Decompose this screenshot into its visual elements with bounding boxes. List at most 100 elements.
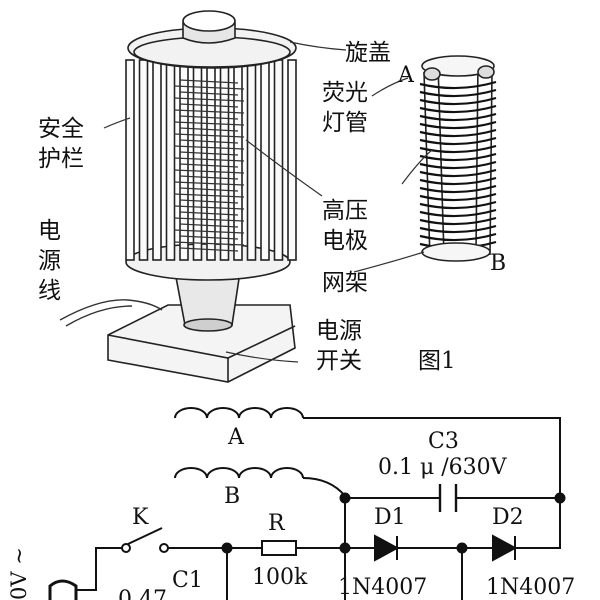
frame-coil-turn [419, 128, 497, 138]
label-guard-line1: 安全 [38, 116, 84, 142]
electrode-wire [179, 163, 239, 168]
label-cord-line2: 源 [38, 248, 61, 274]
label-electrode-line1: 高压 [322, 198, 368, 224]
guard-bar [246, 59, 257, 261]
label-resistor-r: R [268, 511, 286, 536]
label-coil-a: A [227, 425, 245, 450]
frame-coil-turn [419, 96, 497, 106]
guard-bar [273, 59, 284, 261]
label-switch-line1: 电源 [316, 318, 362, 344]
power-plug [48, 579, 78, 600]
electrode-wire [179, 187, 239, 192]
guard-bar [260, 59, 270, 261]
cap-knob [182, 10, 236, 44]
frame-coil-turn [419, 144, 497, 154]
label-cord-line3: 线 [38, 278, 61, 304]
leader-lines [103, 41, 433, 363]
electrode-wire [179, 235, 239, 240]
label-switch-k: K [132, 505, 149, 530]
frame-coil-turn [419, 168, 497, 178]
electrode-wire [179, 199, 239, 204]
diode-d2 [492, 534, 518, 562]
frame-coil-turn [419, 120, 497, 130]
electrode-wire [179, 103, 239, 108]
lamp-illustration [107, 10, 297, 383]
electrode-wire [173, 121, 245, 126]
label-coil-b: B [224, 484, 240, 509]
electrode-wire [173, 181, 245, 186]
label-cord-line1: 电 [38, 218, 61, 244]
guard-bar [192, 59, 203, 261]
label-lamp-line2: 灯管 [322, 110, 368, 136]
label-d1-name: D1 [374, 505, 406, 530]
electrode-wire [173, 97, 245, 102]
electrode-wire [173, 109, 245, 114]
label-resistor-value: 100k [252, 565, 308, 590]
circuit-diagram [48, 407, 566, 600]
label-point-b: B [490, 251, 506, 276]
electrode-wire [173, 193, 245, 198]
switch-k-contact-left [121, 543, 131, 553]
guard-bar [233, 59, 243, 261]
power-cord [59, 299, 163, 327]
label-electrode-line2: 电极 [322, 228, 368, 254]
electrode-wire [173, 205, 245, 210]
frame-coil-turn [419, 88, 497, 98]
guard-bar [165, 59, 176, 261]
node [339, 542, 351, 554]
coil-b [174, 467, 304, 479]
coil-a [174, 407, 304, 419]
frame-coil-turn [419, 176, 497, 186]
electrode-wire [179, 127, 239, 132]
lamp-neck [174, 271, 241, 332]
switch-k-lever [127, 527, 163, 545]
frame-coil-turn [419, 232, 497, 242]
label-d2-name: D2 [492, 505, 524, 530]
frame-coil-turn [419, 160, 497, 170]
electrode-wire [179, 247, 239, 252]
guard-bar [287, 59, 297, 261]
electrode-wire [179, 79, 239, 84]
label-c1-value: 0.47 [118, 587, 167, 600]
node [221, 542, 233, 554]
frame-coil-turn [419, 112, 497, 122]
frame-coil-turn [419, 208, 497, 218]
capacitor-c3 [438, 484, 458, 512]
electrode-wire [173, 169, 245, 174]
figure-caption: 图1 [418, 348, 456, 374]
electrode-wire [179, 223, 239, 228]
label-mains: 0V ~ [7, 547, 31, 600]
frame-coil-turn [419, 80, 497, 90]
label-switch-line2: 开关 [316, 348, 362, 374]
lamp-base [107, 304, 296, 383]
electrode-wire [173, 229, 245, 234]
diode-d1 [374, 534, 400, 562]
frame-coil-turn [419, 192, 497, 202]
frame-coil-turn [419, 216, 497, 226]
electrode-wire [173, 85, 245, 90]
label-d2-part: 1N4007 [486, 575, 575, 600]
label-point-a: A [397, 63, 415, 88]
node [554, 492, 566, 504]
electrode-frame [419, 55, 497, 262]
electrode-wire [173, 145, 245, 150]
node [339, 492, 351, 504]
electrode-wire [173, 157, 245, 162]
electrode-wire [173, 241, 245, 246]
label-c1-name: C1 [172, 568, 203, 593]
electrode-wire [179, 151, 239, 156]
label-d1-part: 1N4007 [338, 575, 427, 600]
guard-bar [152, 59, 162, 261]
electrode-wire [179, 91, 239, 96]
frame-coil-turn [419, 136, 497, 146]
circuit-labels: A B C3 0.1 μ /630V K R 100k C1 0.47 D1 1… [7, 425, 575, 600]
label-frame: 网架 [322, 270, 368, 296]
electrode-wire [179, 139, 239, 144]
label-guard-line2: 护栏 [38, 146, 84, 172]
label-c3-value: 0.1 μ /630V [378, 455, 508, 480]
resistor-r [261, 540, 297, 556]
frame-coil-turn [419, 104, 497, 114]
inner-electrode [173, 79, 245, 252]
label-cap: 旋盖 [345, 40, 391, 66]
